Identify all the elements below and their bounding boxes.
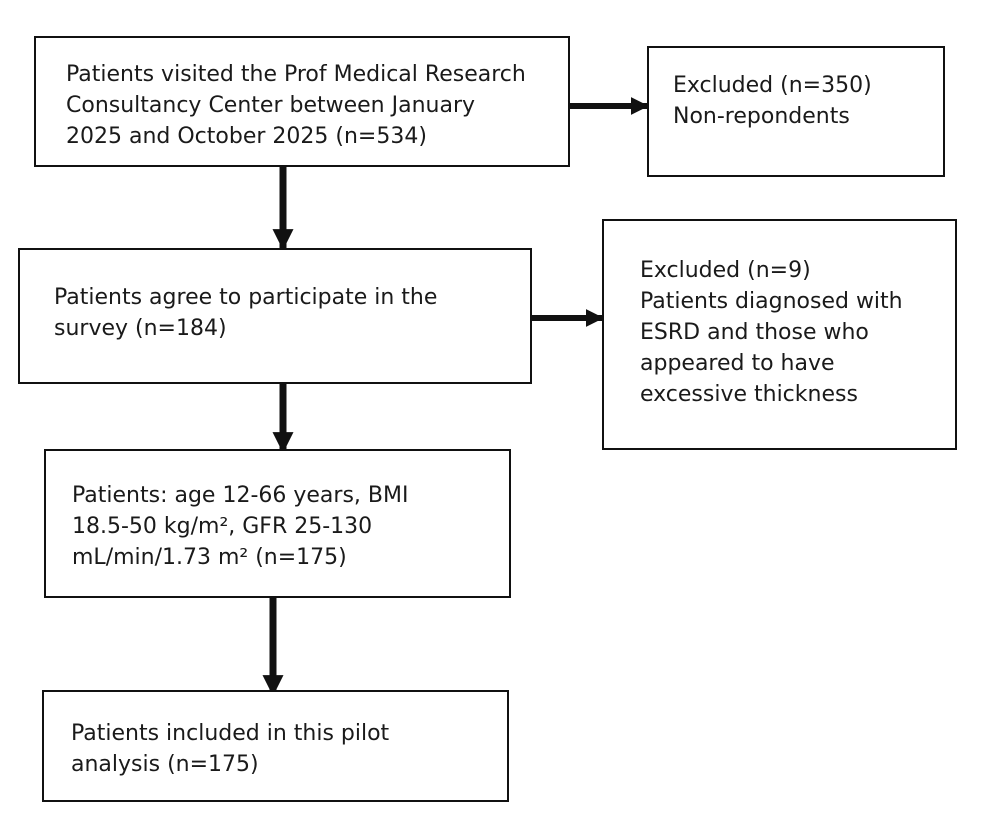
exclusion1-line-1: Excluded (n=350) [673, 73, 872, 98]
exclusion2-box: Excluded (n=9) Patients diagnosed with E… [602, 219, 957, 450]
step1-line-2: Consultancy Center between January [66, 93, 476, 118]
step3-line-1: Patients: age 12-66 years, BMI [72, 483, 409, 508]
step1-line-1: Patients visited the Prof Medical Resear… [66, 62, 526, 87]
exclusion2-line-2: Patients diagnosed with [640, 289, 903, 314]
exclusion2-line-4: appeared to have [640, 351, 835, 376]
exclusion1-box: Excluded (n=350) Non-repondents [647, 46, 945, 177]
step1-box: Patients visited the Prof Medical Resear… [34, 36, 570, 167]
step1-line-3: 2025 and October 2025 (n=534) [66, 124, 427, 149]
step4-line-2: analysis (n=175) [71, 752, 259, 777]
step4-line-1: Patients included in this pilot [71, 721, 390, 746]
step3-line-3: mL/min/1.73 m² (n=175) [72, 545, 347, 570]
step3-box: Patients: age 12-66 years, BMI 18.5-50 k… [44, 449, 511, 598]
step3-line-2: 18.5-50 kg/m², GFR 25-130 [72, 514, 373, 539]
step2-line-2: survey (n=184) [54, 316, 227, 341]
exclusion2-line-3: ESRD and those who [640, 320, 869, 345]
step4-box: Patients included in this pilot analysis… [42, 690, 509, 802]
exclusion2-line-1: Excluded (n=9) [640, 258, 811, 283]
exclusion2-line-5: excessive thickness [640, 382, 858, 407]
step2-box: Patients agree to participate in the sur… [18, 248, 532, 384]
step2-line-1: Patients agree to participate in the [54, 285, 438, 310]
exclusion1-line-2: Non-repondents [673, 104, 850, 129]
